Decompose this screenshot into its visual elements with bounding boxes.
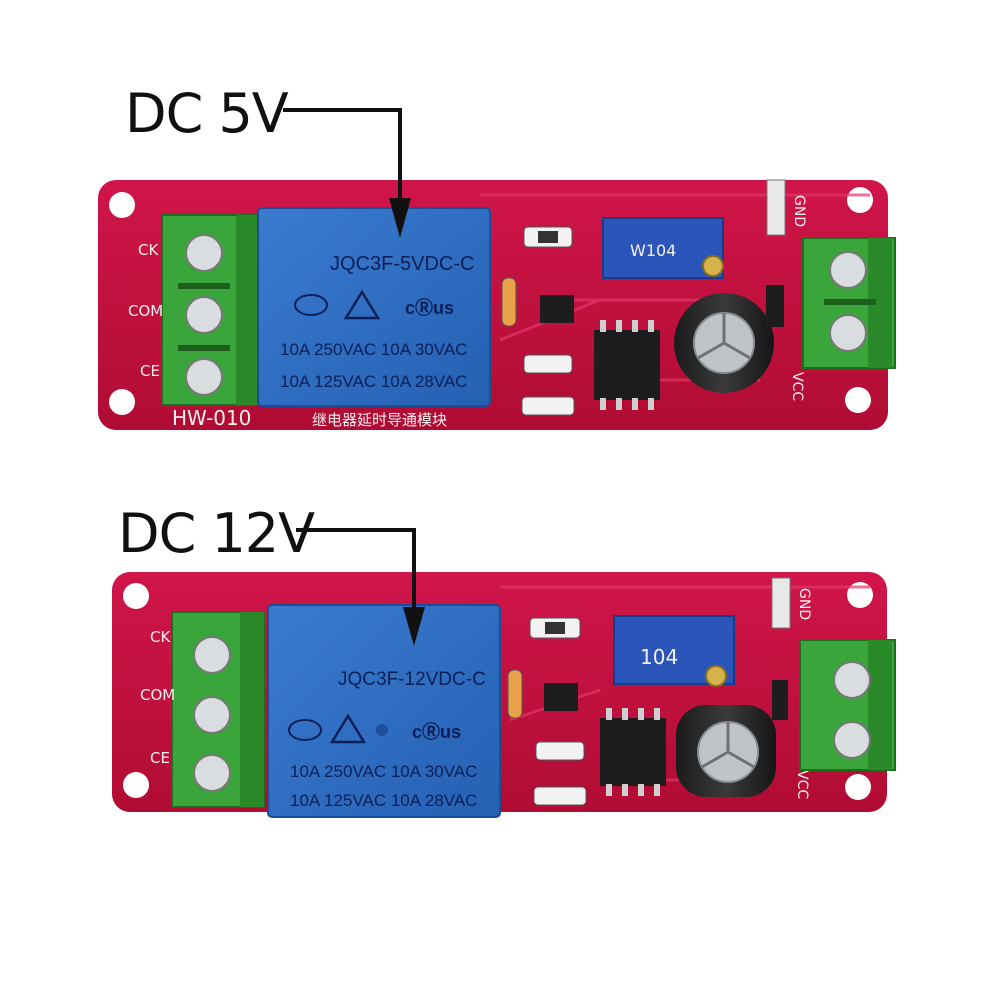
potentiometer-bottom: 104 xyxy=(613,615,735,687)
adjust-screw-icon xyxy=(705,665,727,687)
cn-label: 继电器延时导通模块 xyxy=(312,411,447,429)
ul-mark-icon: cⓇus xyxy=(405,297,454,318)
relay-bottom: JQC3F-12VDC-C cⓇus 10A 250VAC 10A 30VAC … xyxy=(267,604,501,818)
pin-label-ce: CE xyxy=(140,362,160,380)
cqc-logo-icon xyxy=(288,719,322,741)
power-label-gnd: GND xyxy=(796,588,812,620)
mounting-hole xyxy=(845,387,871,413)
pin-label-com: COM xyxy=(128,302,163,320)
ic-chip xyxy=(600,708,666,796)
relay-model-label: JQC3F-5VDC-C xyxy=(330,253,474,275)
ic-chip xyxy=(594,320,660,410)
mounting-hole xyxy=(847,187,873,213)
relay-top: JQC3F-5VDC-C cⓇus 10A 250VAC 10A 30VAC 1… xyxy=(257,207,491,407)
cqc-logo-icon xyxy=(294,294,328,316)
callout-arrow-bottom xyxy=(296,528,425,646)
screw-terminal-left xyxy=(171,611,265,808)
mounting-hole xyxy=(123,772,149,798)
transistor xyxy=(540,295,574,323)
callout-label-bottom: DC 12V xyxy=(118,502,315,565)
relay-rating-line1: 10A 250VAC 10A 30VAC xyxy=(290,762,477,781)
relay-model-label: JQC3F-12VDC-C xyxy=(338,669,486,690)
mounting-hole xyxy=(109,389,135,415)
screw-terminal-right xyxy=(799,639,896,771)
callout-label-top: DC 5V xyxy=(125,82,289,145)
diode xyxy=(507,669,523,719)
mounting-hole xyxy=(845,774,871,800)
diode xyxy=(766,285,784,327)
relay-module-board-bottom: CK COM CE JQC3F-12VDC-C cⓇus 10A 250VAC … xyxy=(112,572,896,818)
diode xyxy=(772,680,788,720)
pin-label-ce: CE xyxy=(150,749,170,767)
adjust-screw-icon xyxy=(702,255,724,277)
potentiometer-top: W104 xyxy=(602,217,724,279)
power-label-vcc: VCC xyxy=(789,372,805,401)
mounting-hole xyxy=(109,192,135,218)
electrolytic-capacitor-top xyxy=(674,293,774,393)
model-label: HW-010 xyxy=(172,406,251,430)
relay-module-board-top: CK COM CE JQC3F-5VDC-C cⓇus 10A 250VAC 1… xyxy=(98,179,896,430)
diode xyxy=(501,277,517,327)
relay-rating-line1: 10A 250VAC 10A 30VAC xyxy=(280,340,467,359)
pot-label: W104 xyxy=(630,241,676,260)
ul-mark-icon: cⓇus xyxy=(412,721,461,742)
screw-terminal-right xyxy=(802,237,896,369)
warning-triangle-icon xyxy=(329,713,367,744)
transistor xyxy=(544,683,578,711)
warning-triangle-icon xyxy=(343,289,381,320)
screw-terminal-left xyxy=(161,214,260,406)
pin-label-com: COM xyxy=(140,686,175,704)
power-led xyxy=(771,577,791,629)
mounting-hole xyxy=(123,583,149,609)
power-led xyxy=(766,179,786,236)
pin-label-ck: CK xyxy=(138,241,159,259)
electrolytic-capacitor-bottom xyxy=(676,705,776,797)
power-label-gnd: GND xyxy=(791,195,807,227)
pin-label-ck: CK xyxy=(150,628,171,646)
callout-arrow-top xyxy=(283,108,411,238)
power-label-vcc: VCC xyxy=(794,770,810,799)
relay-rating-line2: 10A 125VAC 10A 28VAC xyxy=(280,372,467,391)
pot-label: 104 xyxy=(640,645,678,669)
relay-rating-line2: 10A 125VAC 10A 28VAC xyxy=(290,791,477,810)
